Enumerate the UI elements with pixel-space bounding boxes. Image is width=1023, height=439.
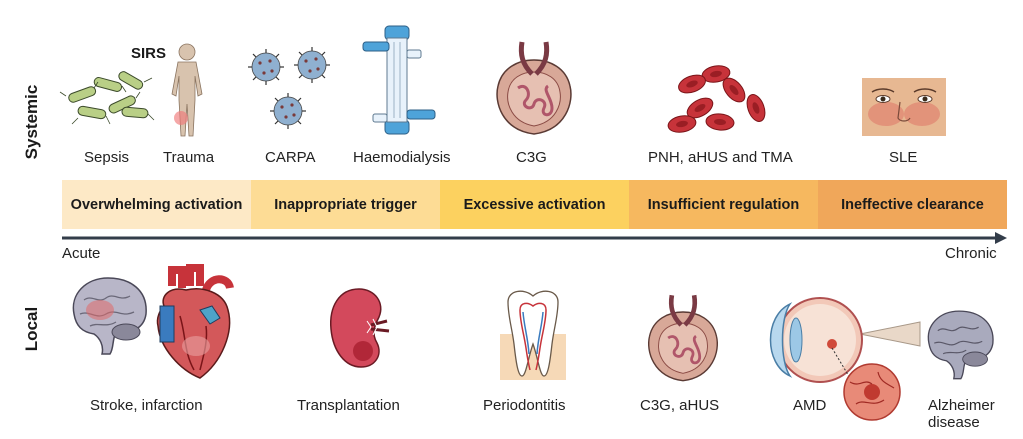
sirs-label: SIRS: [131, 45, 167, 62]
label-alzheimer-disease: Alzheimer disease: [928, 397, 995, 431]
label-transplantation: Transplantation: [297, 397, 400, 414]
row-title-local: Local: [22, 306, 41, 352]
label-stroke-infarction: Stroke, infarction: [90, 397, 203, 414]
label-periodontitis: Periodontitis: [483, 397, 566, 414]
label-sle: SLE: [889, 149, 918, 166]
label-c3g-ahus: C3G, aHUS: [640, 397, 720, 414]
label-haemodialysis: Haemodialysis: [353, 149, 451, 166]
kidney-icon: [330, 288, 390, 368]
stage-excessive-activation: Excessive activation: [440, 180, 629, 229]
dialyzer-icon: [362, 25, 436, 135]
virus-particles-icon: [248, 47, 330, 129]
eye-cross-section-icon: [769, 297, 921, 421]
time-axis-arrow: [62, 232, 1007, 244]
heart-icon: [156, 264, 234, 379]
axis-label-acute: Acute: [62, 245, 101, 262]
bacteria-icon: [59, 71, 155, 125]
stage-insufficient-regulation: Insufficient regulation: [629, 180, 818, 229]
stage-inappropriate-trigger: Inappropriate trigger: [251, 180, 440, 229]
brain-icon: [72, 277, 147, 355]
red-blood-cells-icon: [667, 65, 766, 133]
label-pnh-ahus-tma: PNH, aHUS and TMA: [648, 149, 793, 166]
glomerulus-icon: [496, 41, 572, 135]
face-rash-icon: [862, 78, 946, 136]
tooth-icon: [500, 290, 566, 380]
row-title-systemic: Systemic: [22, 84, 41, 160]
stage-ineffective-clearance: Ineffective clearance: [818, 180, 1007, 229]
label-trauma: Trauma: [163, 149, 215, 166]
label-c3g: C3G: [516, 149, 547, 166]
glomerulus-icon-local: [648, 294, 718, 382]
human-figure-icon: [171, 43, 203, 137]
stage-bar: Overwhelming activation Inappropriate tr…: [62, 180, 1007, 229]
label-sepsis: Sepsis: [84, 149, 130, 166]
brain-icon-alzheimer: [927, 310, 994, 380]
label-carpa: CARPA: [265, 149, 316, 166]
label-amd: AMD: [793, 397, 827, 414]
stage-overwhelming-activation: Overwhelming activation: [62, 180, 251, 229]
axis-label-chronic: Chronic: [945, 245, 997, 262]
